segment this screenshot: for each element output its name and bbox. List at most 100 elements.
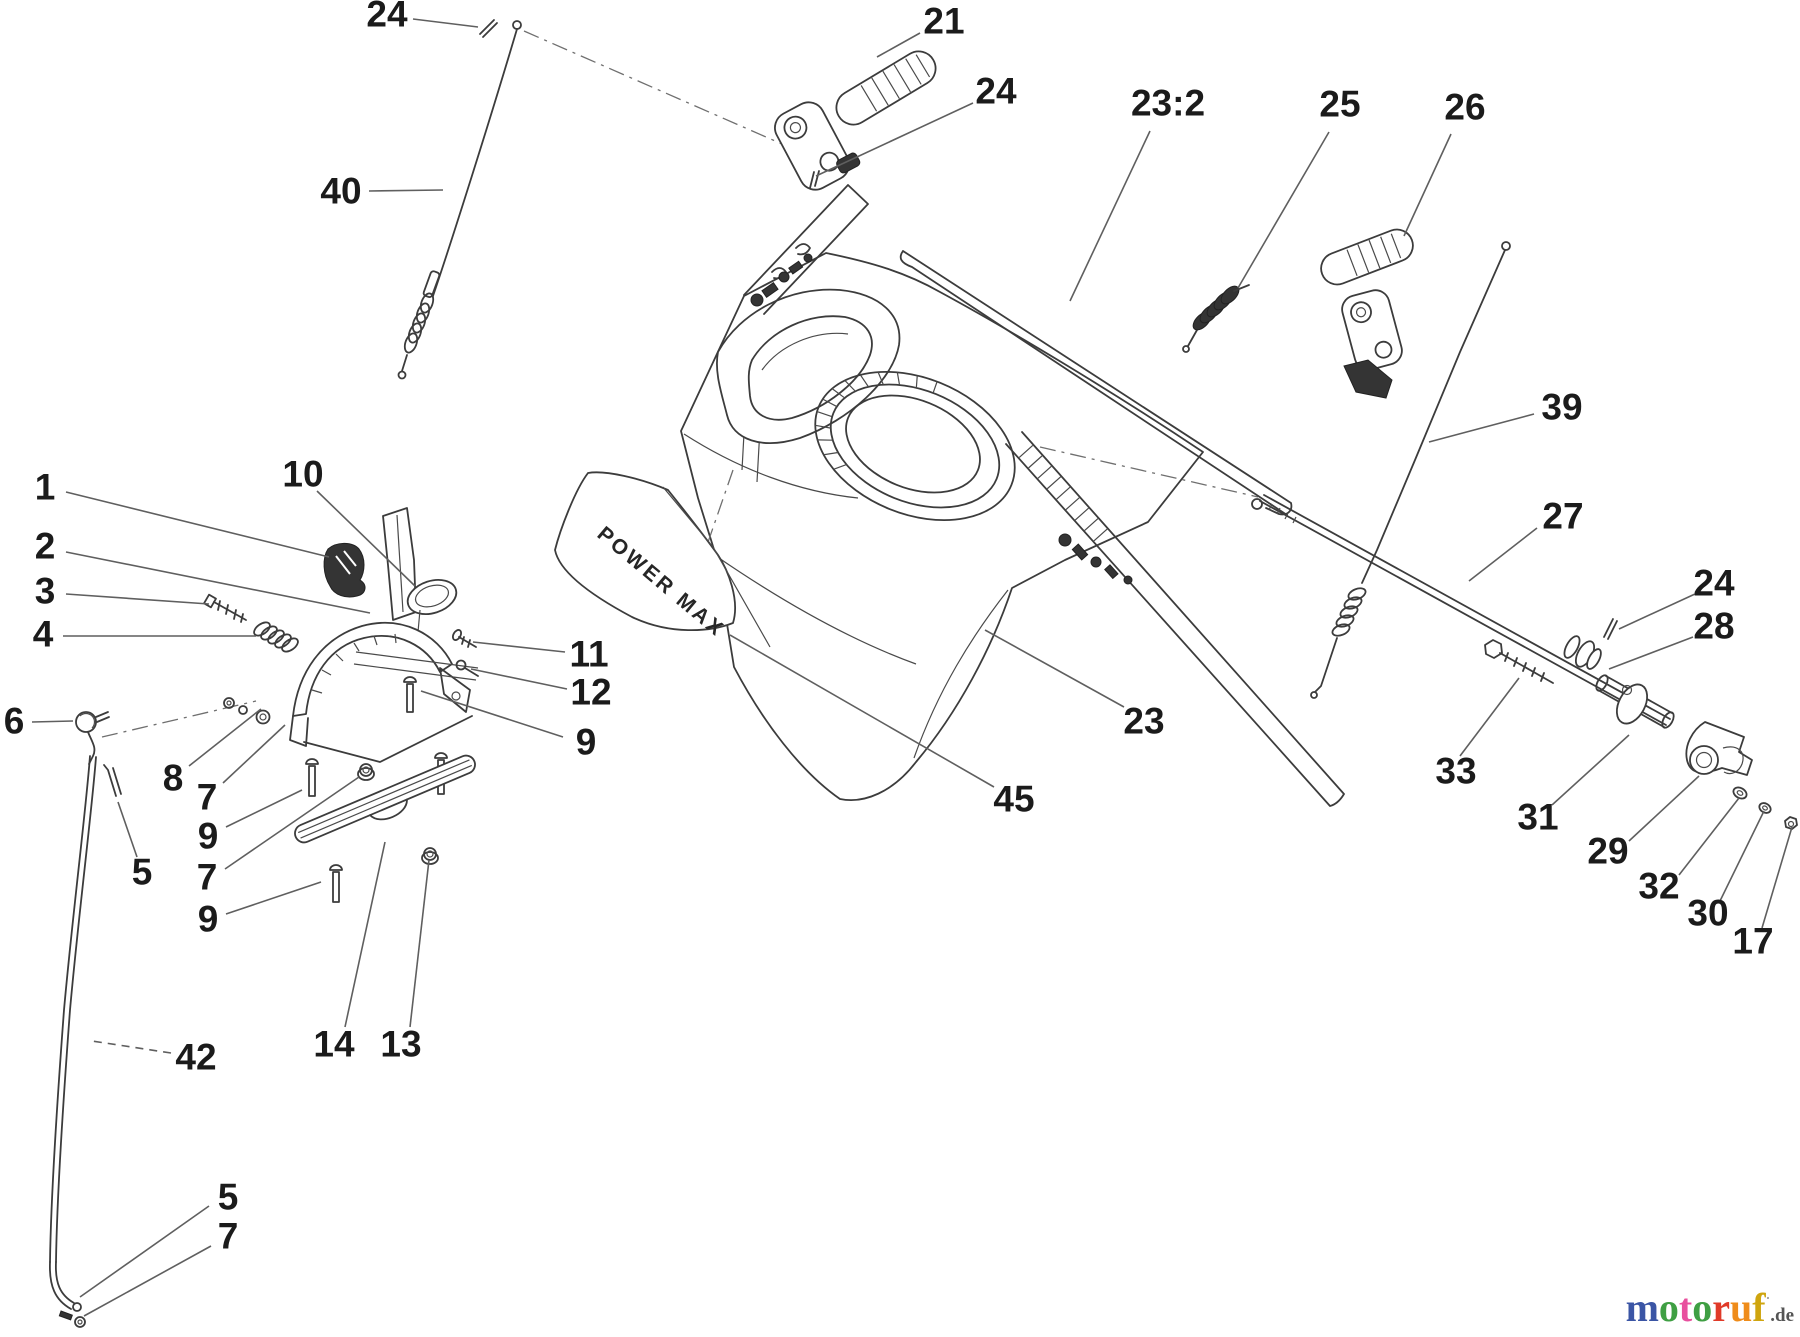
left-handle-tube (743, 184, 869, 315)
leader-line (729, 634, 995, 788)
leader-line (1761, 826, 1793, 929)
callout-label: 1 (35, 467, 56, 508)
callout-label: 33 (1435, 751, 1476, 792)
leader-line (1628, 775, 1700, 842)
ring-tick (816, 410, 833, 418)
callout-label: 3 (35, 571, 56, 612)
leader-line (1678, 797, 1740, 876)
construction-line (1039, 446, 1259, 498)
watermark-letter: m (1625, 1285, 1659, 1330)
callout-label: 31 (1517, 797, 1558, 838)
callout-label: 5 (218, 1177, 239, 1218)
washer-30 (1758, 802, 1772, 814)
tube-rib (1065, 497, 1080, 511)
leader-line (1403, 133, 1452, 237)
leader-line (876, 32, 921, 58)
ring-tick (859, 374, 869, 388)
control-shaft-27 (1251, 494, 1798, 830)
construction-line (705, 469, 734, 549)
tube-rib (1074, 507, 1090, 521)
quadrant-bracket-2 (289, 621, 479, 763)
leader-line (91, 1040, 172, 1054)
callout-label: 5 (132, 852, 153, 893)
callout-label: 7 (197, 857, 218, 898)
leader-line (224, 776, 360, 870)
callout-label: 13 (380, 1024, 421, 1065)
ring-tick (823, 451, 839, 456)
leader-line (65, 593, 210, 605)
callout-label: 45 (993, 779, 1034, 820)
callout-label: 42 (175, 1037, 216, 1078)
callout-label: 25 (1319, 84, 1360, 125)
set-screw-11 (452, 629, 477, 648)
callout-label: 10 (282, 454, 323, 495)
carriage-bolt-9b (329, 864, 343, 903)
side-blade-panel (899, 250, 1293, 516)
pin-5b (58, 1310, 73, 1321)
cable-40 (397, 20, 522, 380)
power-max-decal: POWER MAX (554, 471, 771, 648)
shift-lever-assembly (49, 507, 479, 1328)
callout-label: 9 (576, 722, 597, 763)
leader-line (79, 1205, 210, 1298)
ring-tick (831, 388, 846, 399)
callout-label: 27 (1542, 496, 1583, 537)
washer-8 (223, 697, 248, 715)
leader-line (316, 490, 416, 587)
tube-rib (1028, 455, 1043, 469)
pin-24a (479, 19, 498, 38)
callout-label: 7 (218, 1216, 239, 1257)
callout-label: 26 (1444, 87, 1485, 128)
callout-label: 9 (198, 816, 219, 857)
leader-line (1069, 130, 1151, 302)
callout-label: 2 (35, 526, 56, 567)
flange-nut-13 (421, 847, 439, 865)
callout-label: 9 (198, 899, 219, 940)
tube-rib (1018, 444, 1034, 458)
leader-line (1719, 810, 1765, 902)
leader-line (31, 720, 74, 723)
callout-label: 30 (1687, 893, 1728, 934)
watermark-letter: r (1712, 1285, 1730, 1330)
clevis-pin-24b (809, 170, 820, 189)
shift-knob-1 (323, 542, 366, 598)
spring-pin-5a (103, 764, 122, 797)
handle-grip-21 (774, 50, 937, 191)
ring-tick (877, 371, 884, 385)
watermark-letter: u (1730, 1285, 1753, 1330)
washer-7c (74, 1316, 86, 1328)
flange-31 (1615, 683, 1649, 725)
tube-rib (1046, 476, 1062, 490)
construction-line (523, 30, 799, 152)
tube-rib (1084, 518, 1099, 531)
callout-label: 14 (313, 1024, 355, 1065)
ring-tick (822, 398, 838, 408)
ball-joint-6 (75, 711, 110, 765)
tube-rib (1093, 528, 1108, 542)
callout-label: 39 (1541, 387, 1582, 428)
leader-line (420, 690, 564, 738)
leader-line (225, 881, 322, 915)
leader-line (117, 801, 138, 858)
ring-tick (815, 424, 831, 429)
callout-label: 29 (1587, 831, 1628, 872)
callout-label: 21 (923, 1, 964, 42)
leader-line (1608, 636, 1694, 670)
callout-label: 28 (1693, 606, 1734, 647)
cam-lever (1343, 359, 1393, 399)
watermark-suffix: .de (1770, 1305, 1794, 1326)
screw-12 (455, 659, 479, 677)
leader-line (470, 668, 568, 690)
bolt-33 (1484, 639, 1554, 684)
leader-line (222, 724, 286, 784)
ring-tick (833, 464, 847, 470)
watermark-letter: o (1692, 1285, 1713, 1330)
leader-line (815, 102, 974, 177)
ring-tick (844, 380, 856, 392)
carriage-bolt-9a (305, 758, 319, 797)
crank-ring-opening (814, 370, 1016, 522)
leader-line (1618, 593, 1696, 630)
ring-tick (915, 375, 918, 388)
